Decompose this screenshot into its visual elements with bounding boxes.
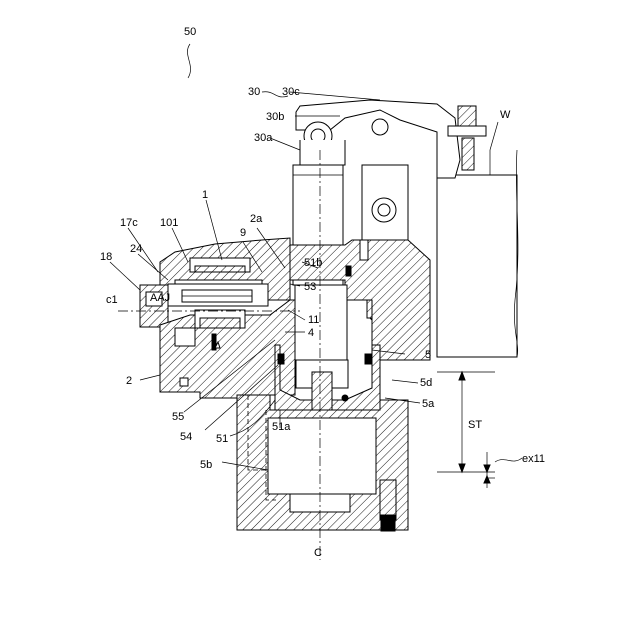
label-5: 5 [425, 349, 431, 361]
label-ex11: ex11 [522, 453, 545, 465]
label-2: 2 [126, 375, 132, 387]
workpiece [437, 150, 518, 357]
label-ST: ST [468, 419, 482, 431]
label-18: 18 [100, 251, 112, 263]
label-W: W [500, 109, 511, 121]
label-17c: 17c [120, 217, 138, 229]
label-24: 24 [130, 243, 142, 255]
label-51a: 51a [272, 421, 291, 433]
stroke-dimension [437, 372, 495, 488]
label-1: 1 [202, 189, 208, 201]
label-5d: 5d [420, 377, 432, 389]
label-30a: 30a [254, 132, 273, 144]
label-5a: 5a [422, 398, 435, 410]
label-50: 50 [184, 26, 196, 38]
label-4: 4 [308, 327, 314, 339]
label-11: 11 [308, 314, 319, 326]
label-c1: c1 [106, 294, 118, 306]
label-30: 30 [248, 86, 260, 98]
label-51b: 51b [304, 257, 322, 269]
label-55: 55 [172, 411, 184, 423]
sensor-block: AAJ [140, 285, 170, 327]
side-housing [160, 238, 290, 306]
label-30b: 30b [266, 111, 284, 123]
label-30c: 30c [282, 86, 300, 98]
label-54: 54 [180, 431, 192, 443]
label-53: 53 [304, 281, 316, 293]
label-9: 9 [240, 227, 246, 239]
label-51: 51 [216, 433, 228, 445]
label-C: C [314, 547, 322, 559]
svg-text:AAJ: AAJ [150, 292, 170, 304]
label-2a: 2a [250, 213, 263, 225]
label-5b: 5b [200, 459, 212, 471]
label-101: 101 [160, 217, 178, 229]
